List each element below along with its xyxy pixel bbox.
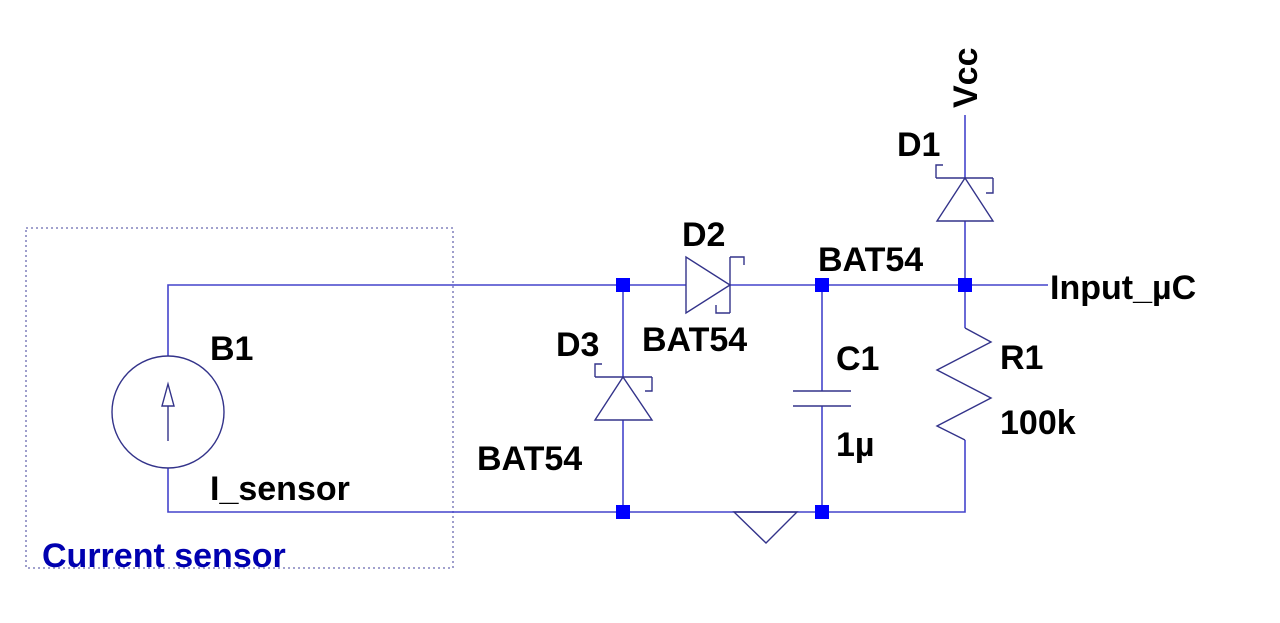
junctions [616, 278, 972, 519]
junction-dot [815, 278, 829, 292]
junction-dot [958, 278, 972, 292]
d1-value-label: BAT54 [818, 241, 923, 279]
junction-dot [616, 505, 630, 519]
d2-value-label: BAT54 [642, 321, 747, 359]
diode-d3[interactable] [593, 363, 654, 421]
d3-value-label: BAT54 [477, 440, 582, 478]
current-arrow-up-icon [161, 381, 175, 407]
diode-d1[interactable] [935, 164, 995, 222]
r1-value-label: 100k [1000, 404, 1076, 442]
current-sensor-label: Current sensor [42, 537, 286, 575]
junction-dot [616, 278, 630, 292]
output-net-label: Input_µC [1050, 269, 1196, 307]
r1-ref-label: R1 [1000, 339, 1043, 377]
d1-ref-label: D1 [897, 126, 940, 164]
resistor-zigzag-icon [935, 327, 993, 441]
diode-d3-triangle-icon [593, 375, 654, 421]
diode-d2-hook-bottom [715, 305, 730, 314]
c1-ref-label: C1 [836, 340, 879, 378]
wire-bottom[interactable] [167, 440, 966, 513]
b1-value-label: I_sensor [210, 470, 350, 508]
diode-d3-hook-left [594, 363, 602, 377]
wire-top-left[interactable] [167, 284, 686, 356]
junction-dot [815, 505, 829, 519]
diode-d2[interactable] [685, 255, 745, 315]
current-source-circle [111, 355, 225, 469]
diode-d1-hook-left [935, 164, 943, 178]
diode-d1-triangle-icon [935, 176, 995, 222]
diode-d3-hook-right [645, 377, 653, 392]
current-sensor-box[interactable] [25, 227, 454, 569]
b1-ref-label: B1 [210, 330, 253, 368]
diode-d1-hook-right [986, 178, 994, 194]
current-source-b1[interactable] [111, 355, 225, 469]
c1-value-label: 1µ [836, 426, 875, 464]
vcc-net-label: Vcc [947, 48, 985, 109]
resistor-r1[interactable] [935, 327, 993, 441]
diode-d2-triangle-icon [685, 255, 732, 315]
ground-icon[interactable] [732, 511, 799, 544]
diode-d2-hook-top [730, 256, 745, 265]
wires [167, 115, 1048, 513]
capacitor-c1[interactable] [793, 390, 851, 407]
d2-ref-label: D2 [682, 216, 725, 254]
d3-ref-label: D3 [556, 326, 599, 364]
